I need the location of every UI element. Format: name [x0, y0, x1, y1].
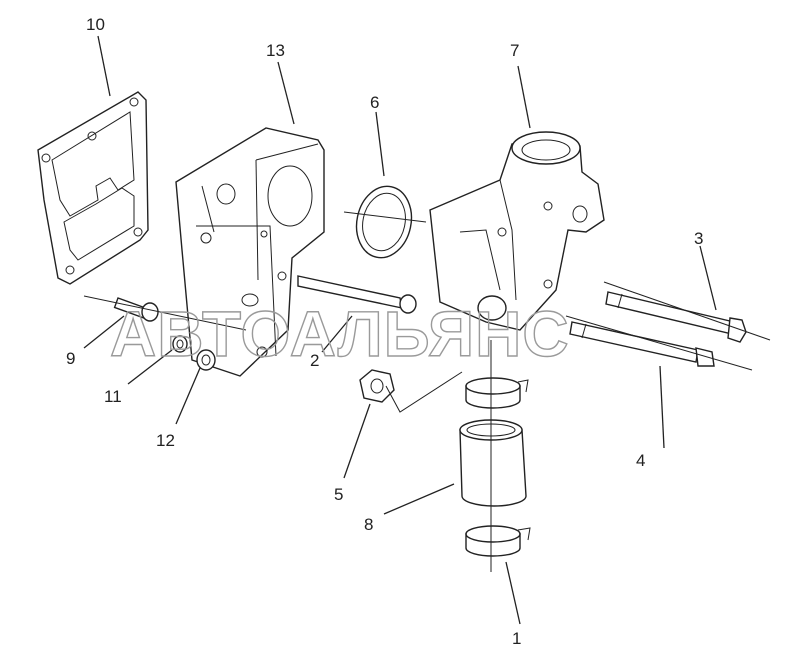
part-12-nut [196, 349, 216, 371]
label-7: 7 [510, 41, 519, 60]
callout-labels: 10 13 6 7 3 4 5 8 1 9 11 12 2 [66, 15, 703, 648]
label-13: 13 [266, 41, 285, 60]
label-12: 12 [156, 431, 175, 450]
watermark: АВТОАЛЬЯНС [110, 298, 570, 370]
label-4: 4 [636, 451, 645, 470]
part-1-clamp [465, 525, 531, 557]
part-6-seal-ring [343, 185, 427, 259]
label-3: 3 [694, 229, 703, 248]
label-6: 6 [370, 93, 379, 112]
long-stud [297, 275, 417, 314]
part-7-pump-body [429, 131, 605, 331]
label-5: 5 [334, 485, 343, 504]
part-3-bolt [605, 291, 747, 343]
label-2: 2 [310, 351, 319, 370]
part-13-housing [175, 127, 325, 377]
part-8-sleeve [459, 419, 527, 507]
label-8: 8 [364, 515, 373, 534]
label-1: 1 [512, 629, 521, 648]
part-11-washer [172, 335, 188, 353]
label-10: 10 [86, 15, 105, 34]
assembly-lines [83, 185, 771, 572]
leader-lines [83, 35, 717, 625]
part-clamp-upper [465, 377, 529, 409]
part-5-nut [359, 369, 395, 403]
label-11: 11 [104, 387, 122, 406]
label-9: 9 [66, 349, 75, 368]
part-4-bolt [569, 321, 715, 367]
part-10-gasket [37, 91, 149, 285]
